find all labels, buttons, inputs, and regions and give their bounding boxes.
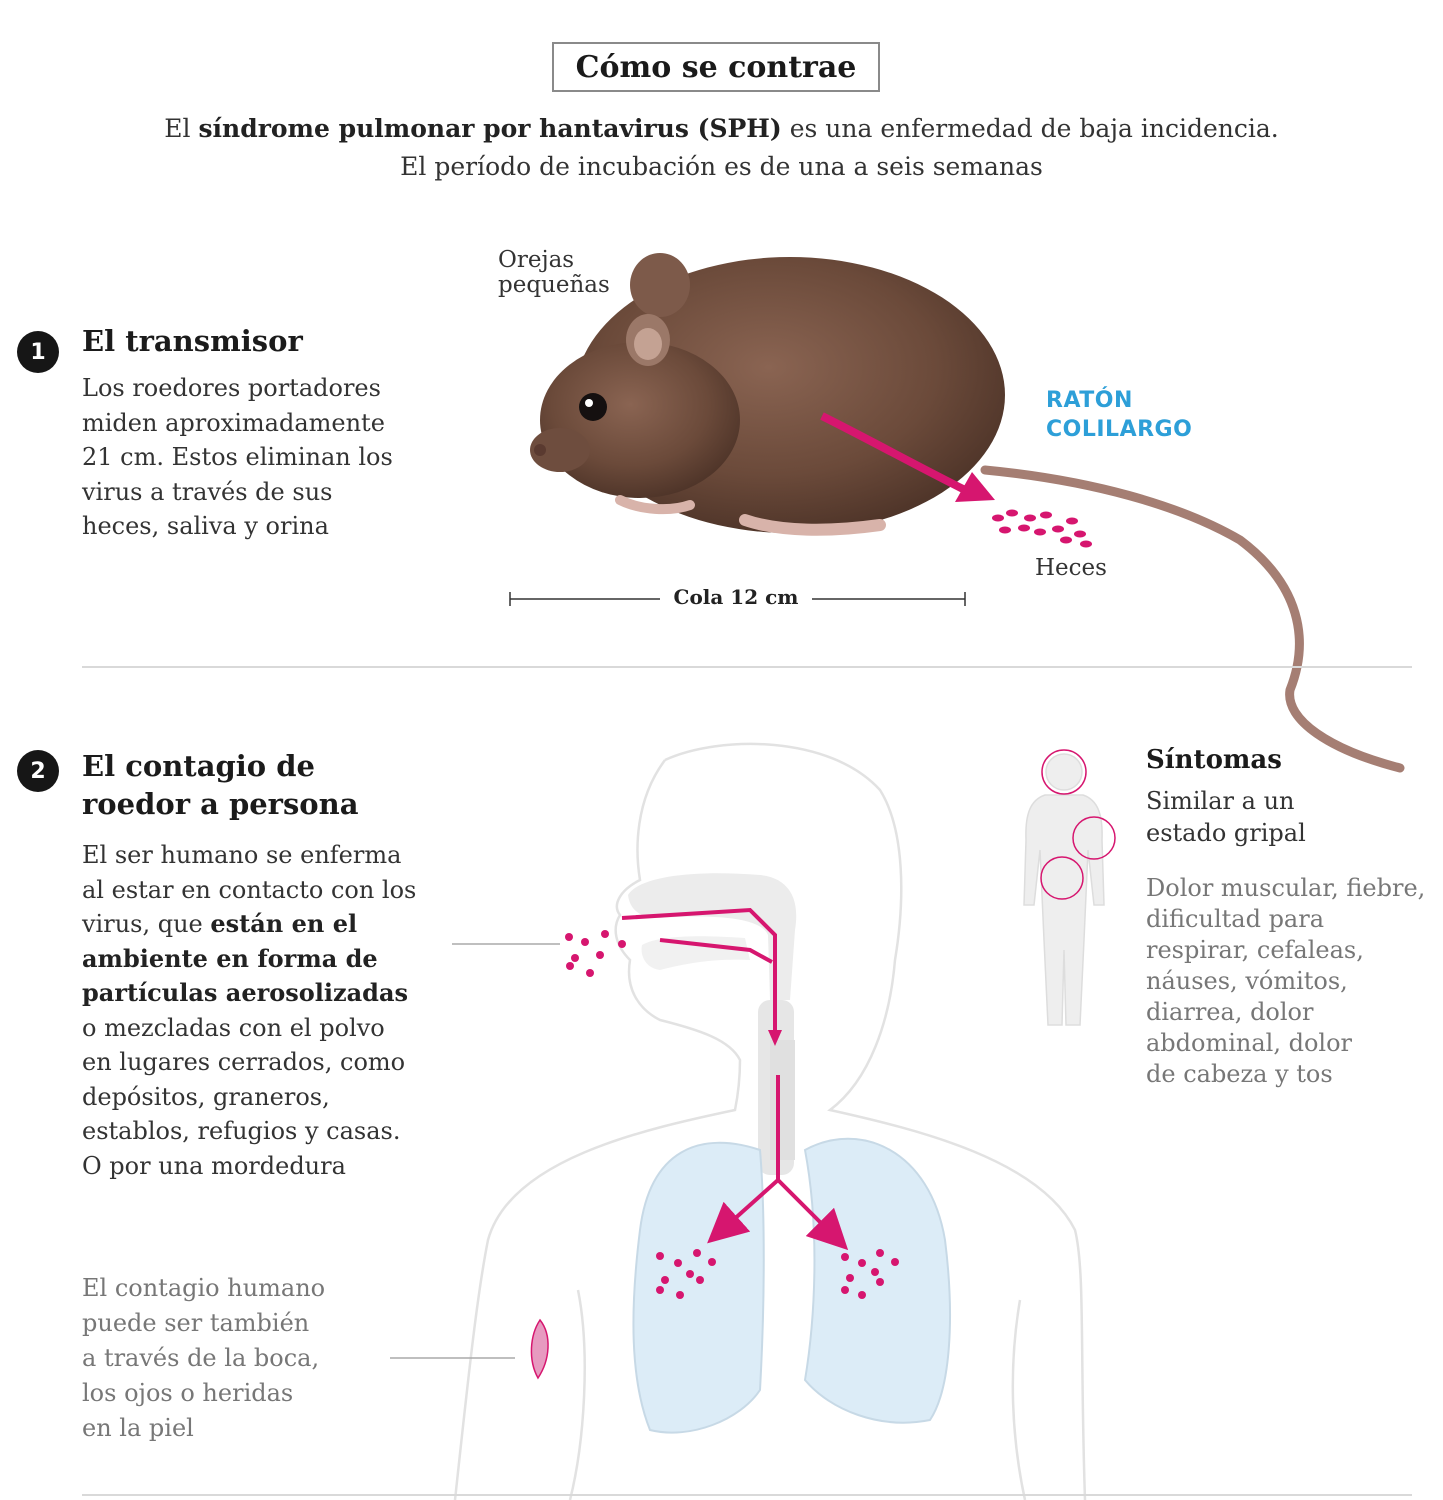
step-number-2: 2 <box>17 750 59 792</box>
section2-body: El ser humano se enferma al estar en con… <box>82 838 416 1183</box>
note-line: los ojos o heridas <box>82 1379 294 1407</box>
lungs <box>632 1137 951 1434</box>
feces-arrow <box>820 412 967 494</box>
section-divider <box>82 1494 1412 1496</box>
aerosol-particles <box>565 930 626 977</box>
virus-pathway <box>621 907 849 1251</box>
symptoms-body-figure <box>1023 753 1105 1026</box>
body-line: miden aproximadamente <box>82 408 385 437</box>
body-line: Los roedores portadores <box>82 374 381 402</box>
intro-line-1: El síndrome pulmonar por hantavirus (SPH… <box>0 114 1443 143</box>
page-title: Cómo se contrae <box>552 42 880 92</box>
symptoms-subtitle: Similar a un estado gripal <box>1146 785 1306 849</box>
species-label: RATÓN COLILARGO <box>1046 386 1192 444</box>
body-line: heces, saliva y orina <box>82 512 329 540</box>
label-line: Orejas <box>498 247 575 273</box>
symptom-line: abdominal, dolor <box>1146 1029 1353 1057</box>
wound-mark <box>530 1318 549 1380</box>
mouse-tail <box>980 465 1405 773</box>
intro-line-2: El período de incubación es de una a sei… <box>400 152 1043 181</box>
body-line: establos, refugios y casas. <box>82 1117 401 1145</box>
symptom-circles <box>1040 749 1116 900</box>
feces-pellets <box>992 509 1092 548</box>
body-line: virus, que están en el <box>82 907 416 942</box>
label-line: pequeñas <box>498 272 610 298</box>
body-line: en lugares cerrados, como <box>82 1048 406 1076</box>
body-line: O por una mordedura <box>82 1151 346 1180</box>
subtitle-line: estado gripal <box>1146 819 1306 847</box>
feces-label: Heces <box>1035 555 1107 581</box>
symptoms-list: Dolor muscular, fiebre, dificultad para … <box>1146 873 1425 1090</box>
body-bold-text: ambiente en forma de <box>82 943 378 973</box>
note-line: puede ser también <box>82 1309 310 1337</box>
airway-arrow-head <box>768 1030 782 1046</box>
note-line: en la piel <box>82 1414 194 1442</box>
lung-particles <box>656 1249 899 1299</box>
symptom-line: de cabeza y tos <box>1146 1060 1333 1088</box>
subtitle-line: Similar a un <box>1146 787 1295 815</box>
section1-body: Los roedores portadores miden aproximada… <box>82 371 393 544</box>
symptom-line: náuses, vómitos, <box>1146 967 1348 995</box>
body-line: El ser humano se enferma <box>82 841 402 869</box>
symptom-line: respirar, cefaleas, <box>1146 936 1364 964</box>
body-line: ambiente en forma de <box>82 942 416 977</box>
note-line: El contagio humano <box>82 1274 326 1302</box>
ears-label: Orejas pequeñas <box>498 248 610 298</box>
step-number-1: 1 <box>17 331 59 373</box>
body-line: partículas aerosolizadas <box>82 976 416 1011</box>
mouse-illustration <box>530 253 1005 536</box>
section-divider <box>82 666 1412 668</box>
body-text: virus, que <box>82 910 211 938</box>
symptom-line: Dolor muscular, fiebre, <box>1146 874 1426 902</box>
heading-line: roedor a persona <box>82 787 359 821</box>
feces-arrow-head <box>955 472 995 502</box>
body-line: o mezcladas con el polvo <box>82 1013 385 1042</box>
intro-bold-text: síndrome pulmonar por hantavirus (SPH) <box>198 114 782 143</box>
symptom-line: dificultad para <box>1146 905 1325 933</box>
intro-text: El <box>164 114 199 143</box>
symptom-line: diarrea, dolor <box>1146 998 1314 1026</box>
intro-text: es una enfermedad de baja incidencia. <box>781 114 1279 143</box>
body-line: 21 cm. Estos eliminan los <box>82 443 393 471</box>
heading-line: El contagio de <box>82 749 315 783</box>
note-line: a través de la boca, <box>82 1344 320 1372</box>
body-line: virus a través de sus <box>82 477 333 506</box>
body-bold-text: están en el <box>210 909 358 938</box>
section1-heading: El transmisor <box>82 324 303 358</box>
label-line: RATÓN <box>1046 388 1133 413</box>
tail-length-label: Cola 12 cm <box>673 585 799 609</box>
body-bold-text: partículas aerosolizadas <box>82 978 409 1007</box>
symptoms-heading: Síntomas <box>1146 745 1282 775</box>
body-line: depósitos, graneros, <box>82 1082 330 1111</box>
section2-heading: El contagio de roedor a persona <box>82 747 359 823</box>
label-line: COLILARGO <box>1046 417 1193 442</box>
alt-contagion-note: El contagio humano puede ser también a t… <box>82 1271 325 1446</box>
body-line: al estar en contacto con los <box>82 875 417 904</box>
human-silhouette <box>453 742 1087 1500</box>
tail-measure-line <box>509 592 966 606</box>
